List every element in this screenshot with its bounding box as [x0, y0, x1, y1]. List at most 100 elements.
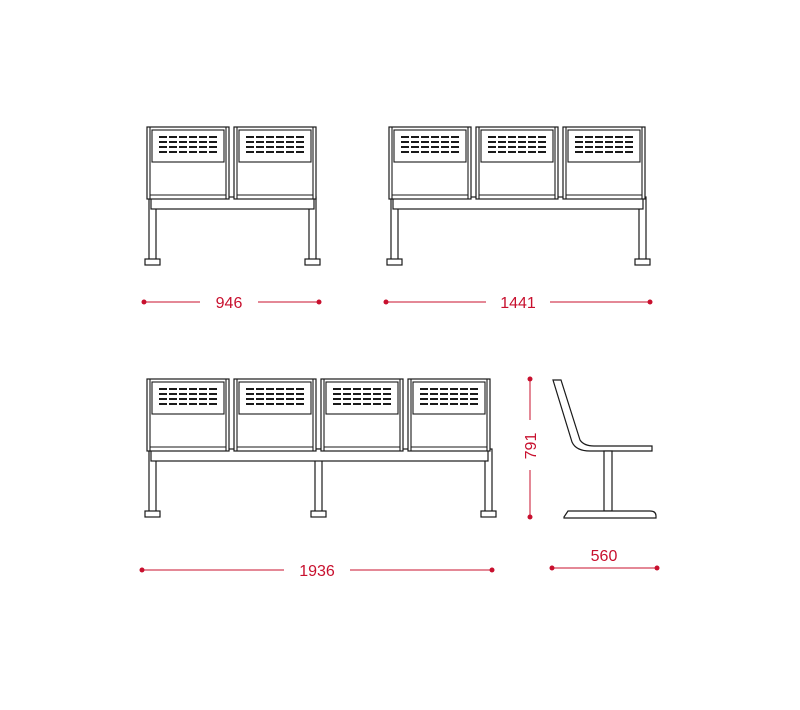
perforation-slot — [296, 393, 304, 395]
perforation-slot — [575, 136, 583, 138]
perforation-slot — [431, 141, 439, 143]
perforation-slot — [333, 398, 341, 400]
bench-three-seat-front — [386, 126, 651, 266]
perforation-slot — [189, 136, 197, 138]
dimension-end-dot — [527, 376, 533, 382]
perforation-slot — [451, 146, 459, 148]
perforation-slot — [383, 393, 391, 395]
perforation-slot — [296, 403, 304, 405]
side-post — [603, 450, 613, 512]
bench-foot — [310, 510, 327, 518]
perforation-slot — [199, 141, 207, 143]
dimension-label-946: 946 — [216, 295, 243, 312]
perforation-slot — [276, 141, 284, 143]
perforation-slot — [246, 141, 254, 143]
seat-frame — [407, 378, 491, 452]
seat — [146, 378, 230, 452]
perforation-slot — [441, 136, 449, 138]
perforation-slot — [296, 146, 304, 148]
dimension-side-height: 791 — [523, 376, 540, 520]
perforation-slot — [421, 146, 429, 148]
perforation-slot — [199, 398, 207, 400]
perforation-slot — [169, 136, 177, 138]
perforation-slot — [538, 141, 546, 143]
perforation-slot — [625, 136, 633, 138]
perforation-slot — [411, 136, 419, 138]
perforation-slot — [470, 398, 478, 400]
perforation-slot — [605, 146, 613, 148]
dimension-end-dot — [139, 567, 145, 573]
bench-two-seat-front — [144, 126, 321, 266]
perforation-slot — [179, 146, 187, 148]
perforation-slot — [401, 136, 409, 138]
dimension-end-dot — [647, 299, 653, 305]
dimension-end-dot — [141, 299, 147, 305]
perforation-slot — [615, 141, 623, 143]
perforation-slot — [179, 398, 187, 400]
perforation-slot — [276, 388, 284, 390]
perforation-slot — [246, 136, 254, 138]
perforation-slot — [488, 136, 496, 138]
perforation-slot — [189, 403, 197, 405]
perforation-slot — [343, 388, 351, 390]
perforation-slot — [209, 151, 217, 153]
perforation-slot — [266, 403, 274, 405]
perforation-slot — [470, 393, 478, 395]
perforation-slot — [440, 388, 448, 390]
perforation-slot — [595, 146, 603, 148]
perforation-slot — [431, 146, 439, 148]
perforation-slot — [538, 136, 546, 138]
perforation-slot — [159, 146, 167, 148]
perforation-slot — [169, 141, 177, 143]
seat — [233, 126, 317, 200]
perforation-slot — [528, 136, 536, 138]
dimension-two-seat: 946 — [141, 295, 322, 312]
perforation-slot — [179, 151, 187, 153]
perforation-slot — [296, 151, 304, 153]
perforation-slot — [276, 393, 284, 395]
seat — [233, 378, 317, 452]
seat-frame — [388, 126, 472, 200]
perforation-slot — [538, 151, 546, 153]
perforation-slot — [383, 398, 391, 400]
perforation-slot — [508, 141, 516, 143]
perforation-slot — [209, 136, 217, 138]
seat-back-panel — [567, 129, 641, 163]
seat — [146, 126, 230, 200]
bench-foot — [386, 258, 403, 266]
perforation-slot — [498, 141, 506, 143]
perforation-slot — [246, 398, 254, 400]
perforation-slot — [460, 388, 468, 390]
perforation-slot — [246, 393, 254, 395]
perforation-slot — [401, 146, 409, 148]
dimension-side-width: 560 — [549, 548, 660, 571]
perforation-slot — [333, 388, 341, 390]
perforation-slot — [179, 393, 187, 395]
perforation-slot — [209, 146, 217, 148]
perforation-slot — [518, 136, 526, 138]
perforation-slot — [421, 151, 429, 153]
perforation-slot — [256, 403, 264, 405]
perforation-slot — [169, 151, 177, 153]
perforation-slot — [296, 141, 304, 143]
perforation-slot — [460, 398, 468, 400]
perforation-slot — [256, 141, 264, 143]
perforation-slot — [333, 393, 341, 395]
perforation-slot — [420, 388, 428, 390]
perforation-slot — [411, 141, 419, 143]
perforation-slot — [286, 403, 294, 405]
perforation-slot — [256, 151, 264, 153]
perforation-slot — [363, 388, 371, 390]
perforation-slot — [430, 398, 438, 400]
perforation-slot — [575, 151, 583, 153]
seat-frame — [475, 126, 559, 200]
perforation-slot — [498, 146, 506, 148]
seat-frame — [562, 126, 646, 200]
perforation-slot — [575, 146, 583, 148]
perforation-slot — [296, 388, 304, 390]
perforation-slot — [179, 141, 187, 143]
bench-four-seat-front — [144, 378, 497, 518]
perforation-slot — [189, 146, 197, 148]
perforation-slot — [209, 388, 217, 390]
